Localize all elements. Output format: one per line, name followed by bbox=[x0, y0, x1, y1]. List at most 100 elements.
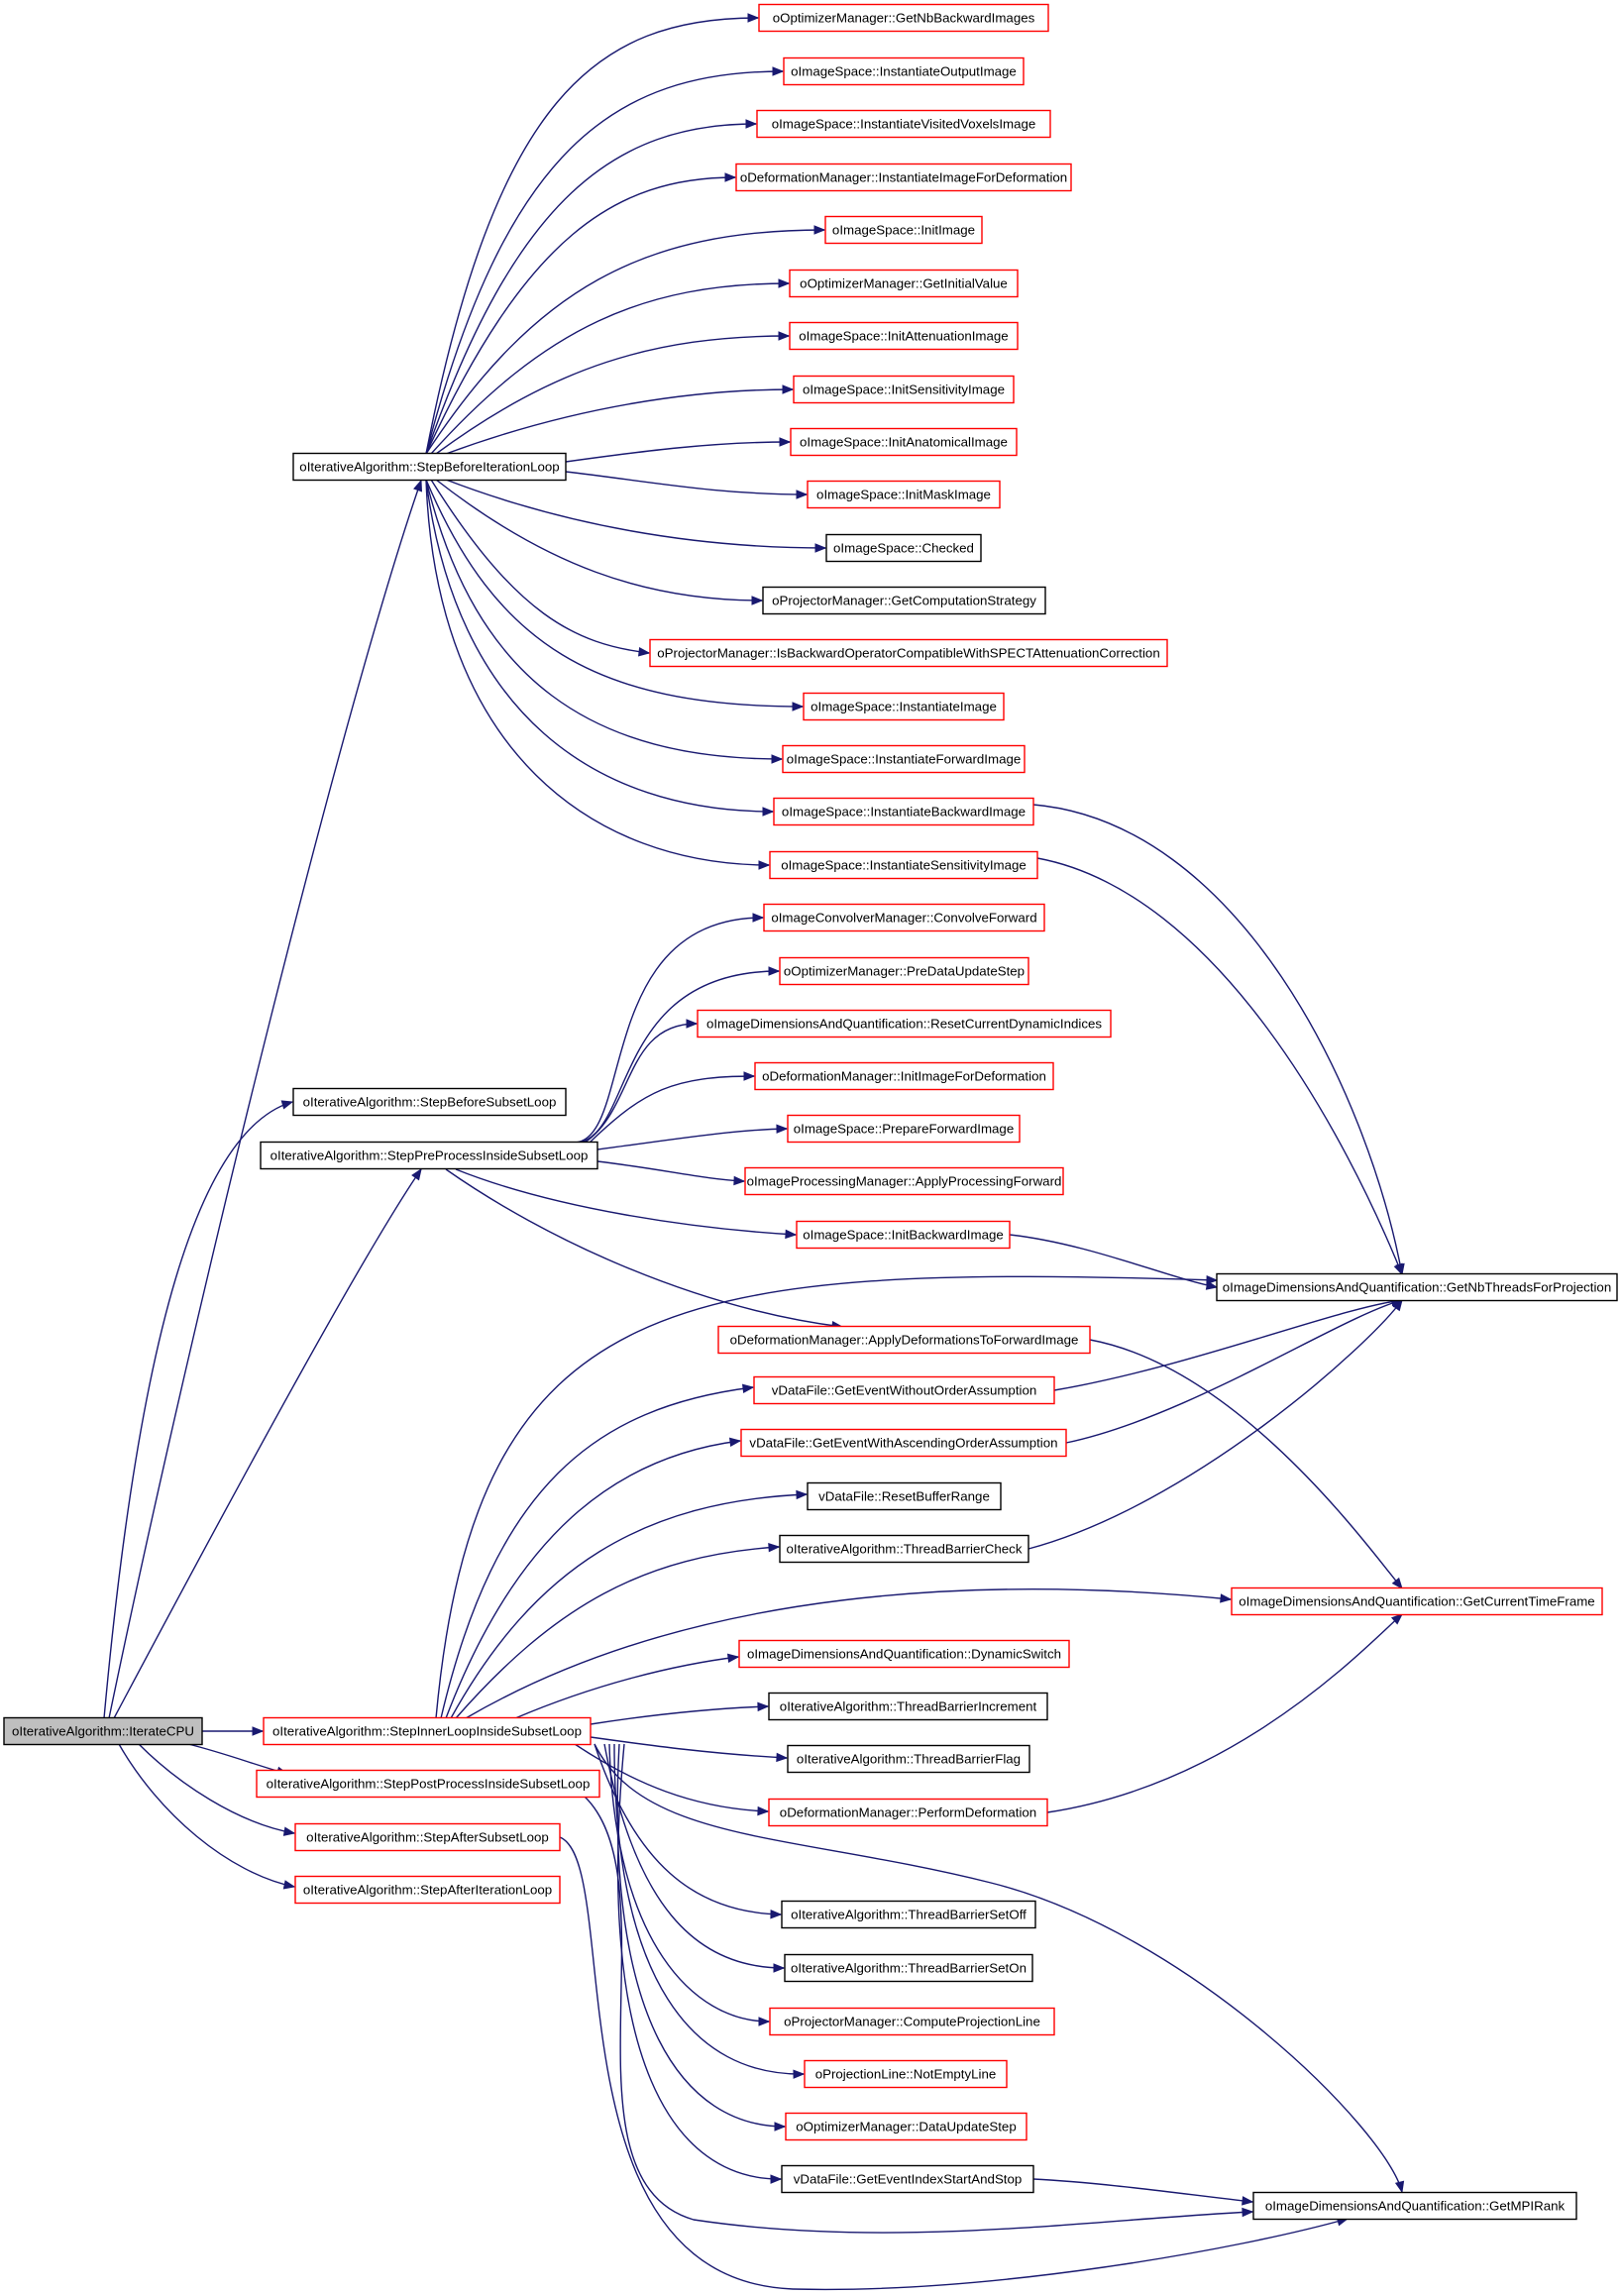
node-label: oImageSpace::InitMaskImage bbox=[816, 488, 991, 502]
node-gmpi[interactable]: oImageDimensionsAndQuantification::GetMP… bbox=[1252, 2191, 1577, 2221]
node-pdef[interactable]: oDeformationManager::PerformDeformation bbox=[768, 1798, 1048, 1827]
call-edge-spp-to-adtfi bbox=[445, 1168, 843, 1328]
node-instimg[interactable]: oImageSpace::InstantiateImage bbox=[803, 692, 1005, 721]
node-tbi[interactable]: oIterativeAlgorithm::ThreadBarrierIncrem… bbox=[768, 1692, 1048, 1721]
arrowhead-gnbb bbox=[747, 13, 760, 23]
node-dus[interactable]: oOptimizerManager::DataUpdateStep bbox=[785, 2112, 1027, 2141]
call-edge-sbil-to-chk bbox=[445, 479, 826, 549]
node-tbsoff[interactable]: oIterativeAlgorithm::ThreadBarrierSetOff bbox=[781, 1900, 1036, 1929]
node-label: oImageConvolverManager::ConvolveForward bbox=[771, 911, 1036, 926]
node-cf[interactable]: oImageConvolverManager::ConvolveForward bbox=[763, 903, 1045, 932]
node-label: oDeformationManager::PerformDeformation bbox=[780, 1805, 1036, 1820]
node-label: vDataFile::ResetBufferRange bbox=[818, 1489, 990, 1504]
node-box bbox=[796, 1220, 1011, 1250]
node-label: oImageSpace::Checked bbox=[833, 541, 974, 556]
node-box bbox=[1252, 2191, 1577, 2221]
call-edge-sil-to-geiss bbox=[617, 1743, 782, 2180]
arrowhead-gmpi bbox=[1242, 2207, 1254, 2218]
node-label: oImageDimensionsAndQuantification::GetCu… bbox=[1239, 1594, 1594, 1609]
node-gewaoa[interactable]: vDataFile::GetEventWithAscendingOrderAss… bbox=[740, 1428, 1067, 1458]
node-gnbb[interactable]: oOptimizerManager::GetNbBackwardImages bbox=[758, 3, 1049, 33]
node-label: oProjectorManager::GetComputationStrateg… bbox=[772, 594, 1036, 608]
call-edge-spp-to-rcdi bbox=[584, 1023, 698, 1144]
node-label: oImageSpace::InstantiateBackwardImage bbox=[782, 805, 1026, 820]
node-gcs[interactable]: oProjectorManager::GetComputationStrateg… bbox=[762, 586, 1046, 615]
node-label: oIterativeAlgorithm::IterateCPU bbox=[12, 1724, 194, 1739]
node-gctf[interactable]: oImageDimensionsAndQuantification::GetCu… bbox=[1231, 1586, 1603, 1616]
arrowhead-sbsl bbox=[280, 1100, 294, 1110]
node-root[interactable]: oIterativeAlgorithm::IterateCPU bbox=[3, 1716, 203, 1746]
arrowhead-rcdi bbox=[686, 1019, 699, 1029]
node-label: oIterativeAlgorithm::ThreadBarrierSetOff bbox=[791, 1908, 1027, 1922]
node-dsw[interactable]: oImageDimensionsAndQuantification::Dynam… bbox=[738, 1639, 1070, 1669]
node-ioi[interactable]: oImageSpace::InstantiateOutputImage bbox=[783, 56, 1025, 86]
call-edge-sil-to-gmpi bbox=[594, 1743, 1403, 2193]
node-box bbox=[779, 956, 1029, 986]
node-pdus[interactable]: oOptimizerManager::PreDataUpdateStep bbox=[779, 956, 1029, 986]
arrowhead-initimg bbox=[813, 225, 826, 235]
node-sasl[interactable]: oIterativeAlgorithm::StepAfterSubsetLoop bbox=[294, 1822, 561, 1852]
node-ivvi[interactable]: oImageSpace::InstantiateVisitedVoxelsIma… bbox=[756, 109, 1051, 139]
node-isensi[interactable]: oImageSpace::InstantiateSensitivityImage bbox=[769, 850, 1038, 880]
node-box bbox=[825, 533, 982, 563]
node-ianat[interactable]: oImageSpace::InitAnatomicalImage bbox=[790, 427, 1018, 457]
call-edge-sbil-to-ibi bbox=[425, 479, 774, 813]
node-box bbox=[744, 1166, 1064, 1196]
arrowhead-rbr bbox=[796, 1489, 809, 1500]
arrowhead-cf bbox=[752, 913, 765, 923]
node-iifd[interactable]: oDeformationManager::InstantiateImageFor… bbox=[735, 163, 1072, 192]
node-rbr[interactable]: vDataFile::ResetBufferRange bbox=[807, 1481, 1002, 1511]
call-edge-spp-to-iifd2 bbox=[589, 1075, 755, 1144]
arrowhead-sil bbox=[252, 1726, 265, 1736]
call-edge-root-to-sbsl bbox=[103, 1101, 293, 1719]
node-gnbt[interactable]: oImageDimensionsAndQuantification::GetNb… bbox=[1216, 1272, 1618, 1302]
node-iai[interactable]: oImageSpace::InitAttenuationImage bbox=[789, 321, 1019, 351]
node-box bbox=[292, 452, 567, 482]
node-sail[interactable]: oIterativeAlgorithm::StepAfterIterationL… bbox=[294, 1875, 561, 1905]
node-label: oImageSpace::InitImage bbox=[832, 223, 975, 238]
call-edge-root-to-sail bbox=[118, 1743, 295, 1888]
node-rcdi[interactable]: oImageDimensionsAndQuantification::Reset… bbox=[697, 1009, 1112, 1039]
arrowhead-apf bbox=[733, 1175, 746, 1186]
arrowhead-gcs bbox=[751, 596, 764, 605]
node-iifd2[interactable]: oDeformationManager::InitImageForDeforma… bbox=[754, 1061, 1054, 1091]
node-tbc[interactable]: oIterativeAlgorithm::ThreadBarrierCheck bbox=[779, 1534, 1029, 1564]
node-chk[interactable]: oImageSpace::Checked bbox=[825, 533, 982, 563]
node-label: oIterativeAlgorithm::StepInnerLoopInside… bbox=[272, 1724, 582, 1739]
node-apf[interactable]: oImageProcessingManager::ApplyProcessing… bbox=[744, 1166, 1064, 1196]
node-ibackimg[interactable]: oImageSpace::InitBackwardImage bbox=[796, 1220, 1011, 1250]
node-isi[interactable]: oImageSpace::InitSensitivityImage bbox=[793, 375, 1015, 404]
node-adtfi[interactable]: oDeformationManager::ApplyDeformationsTo… bbox=[717, 1325, 1091, 1355]
node-sbil[interactable]: oIterativeAlgorithm::StepBeforeIteration… bbox=[292, 452, 567, 482]
node-label: oDeformationManager::ApplyDeformationsTo… bbox=[730, 1333, 1079, 1348]
node-box bbox=[768, 1798, 1048, 1827]
node-initimg[interactable]: oImageSpace::InitImage bbox=[824, 215, 983, 245]
arrowhead-gctf bbox=[1391, 1577, 1403, 1590]
node-box bbox=[787, 1114, 1021, 1144]
node-ifi[interactable]: oImageSpace::InstantiateForwardImage bbox=[782, 744, 1026, 774]
node-box bbox=[754, 1061, 1054, 1091]
node-imask[interactable]: oImageSpace::InitMaskImage bbox=[807, 480, 1001, 509]
node-label: vDataFile::GetEventWithoutOrderAssumptio… bbox=[772, 1383, 1037, 1398]
arrowhead-iifd bbox=[724, 172, 737, 182]
arrowhead-iai bbox=[778, 331, 791, 341]
node-tbson[interactable]: oIterativeAlgorithm::ThreadBarrierSetOn bbox=[784, 1953, 1033, 1983]
node-cpl[interactable]: oProjectorManager::ComputeProjectionLine bbox=[769, 2007, 1055, 2036]
node-pfi[interactable]: oImageSpace::PrepareForwardImage bbox=[787, 1114, 1021, 1144]
node-spp[interactable]: oIterativeAlgorithm::StepPreProcessInsid… bbox=[260, 1141, 598, 1170]
node-gewoa[interactable]: vDataFile::GetEventWithoutOrderAssumptio… bbox=[753, 1375, 1055, 1405]
node-spost[interactable]: oIterativeAlgorithm::StepPostProcessInsi… bbox=[256, 1769, 600, 1799]
arrowhead-tbi bbox=[757, 1701, 770, 1712]
node-sil[interactable]: oIterativeAlgorithm::StepInnerLoopInside… bbox=[263, 1716, 592, 1746]
arrowhead-imask bbox=[796, 490, 809, 499]
node-label: oDeformationManager::InitImageForDeforma… bbox=[762, 1069, 1046, 1084]
node-tbf[interactable]: oIterativeAlgorithm::ThreadBarrierFlag bbox=[787, 1744, 1030, 1774]
node-giv[interactable]: oOptimizerManager::GetInitialValue bbox=[789, 269, 1019, 298]
node-geiss[interactable]: vDataFile::GetEventIndexStartAndStop bbox=[781, 2164, 1034, 2194]
node-nel[interactable]: oProjectionLine::NotEmptyLine bbox=[804, 2059, 1008, 2089]
node-sbsl[interactable]: oIterativeAlgorithm::StepBeforeSubsetLoo… bbox=[292, 1087, 567, 1117]
node-ibi[interactable]: oImageSpace::InstantiateBackwardImage bbox=[773, 797, 1034, 826]
call-edge-sil-to-gctf bbox=[465, 1588, 1232, 1719]
node-ibocw[interactable]: oProjectorManager::IsBackwardOperatorCom… bbox=[649, 638, 1168, 668]
